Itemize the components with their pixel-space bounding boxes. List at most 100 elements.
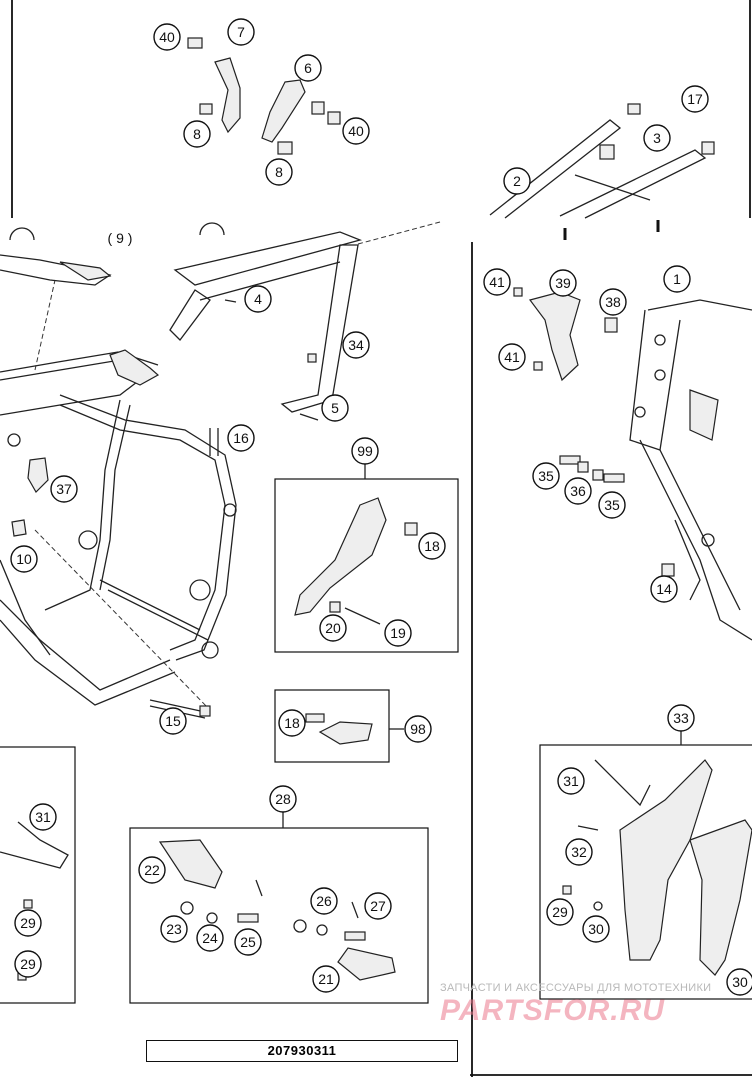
callout-19: 19 xyxy=(384,619,412,647)
svg-text:98: 98 xyxy=(410,721,426,737)
callout-36: 36 xyxy=(564,477,592,505)
callout-34: 34 xyxy=(342,331,370,359)
svg-text:31: 31 xyxy=(35,809,51,825)
callout-33: 33 xyxy=(667,704,695,732)
callout-35a: 35 xyxy=(532,462,560,490)
callout-27: 27 xyxy=(364,892,392,920)
svg-text:34: 34 xyxy=(348,337,364,353)
svg-text:41: 41 xyxy=(489,274,505,290)
callout-3: 3 xyxy=(643,124,671,152)
svg-text:17: 17 xyxy=(687,91,703,107)
chain-guide-drawing xyxy=(294,497,418,625)
svg-text:35: 35 xyxy=(604,497,620,513)
callout-20: 20 xyxy=(319,614,347,642)
callout-4: 4 xyxy=(244,285,272,313)
svg-text:6: 6 xyxy=(304,60,312,76)
right-frame-drawing xyxy=(629,299,752,641)
svg-text:29: 29 xyxy=(552,904,568,920)
svg-text:29: 29 xyxy=(20,915,36,931)
svg-text:27: 27 xyxy=(370,898,386,914)
group-box-28 xyxy=(129,827,429,1004)
callout-1: 1 xyxy=(663,265,691,293)
callout-28: 28 xyxy=(269,785,297,813)
svg-text:37: 37 xyxy=(56,481,72,497)
callout-25: 25 xyxy=(234,928,262,956)
svg-text:33: 33 xyxy=(673,710,689,726)
watermark-tagline: ЗАПЧАСТИ И АКСЕССУАРЫ ДЛЯ МОТОТЕХНИКИ xyxy=(440,982,712,994)
svg-text:26: 26 xyxy=(316,893,332,909)
svg-text:38: 38 xyxy=(605,294,621,310)
callout-6: 6 xyxy=(294,54,322,82)
callout-30a: 30 xyxy=(582,915,610,943)
callout-37: 37 xyxy=(50,475,78,503)
diagram-frame xyxy=(11,0,752,1077)
subframe-drawing xyxy=(169,221,441,456)
svg-text:29: 29 xyxy=(20,956,36,972)
callout-99: 99 xyxy=(351,437,379,465)
callout-29a: 29 xyxy=(14,909,42,937)
svg-text:20: 20 xyxy=(325,620,341,636)
top-bracket-drawing xyxy=(0,222,225,286)
svg-text:16: 16 xyxy=(233,430,249,446)
callout-10: 10 xyxy=(10,545,38,573)
svg-text:3: 3 xyxy=(653,130,661,146)
callout-24: 24 xyxy=(196,924,224,952)
svg-text:18: 18 xyxy=(424,538,440,554)
svg-text:7: 7 xyxy=(237,24,245,40)
callout-40a: 40 xyxy=(153,23,181,51)
svg-text:18: 18 xyxy=(284,715,300,731)
svg-text:36: 36 xyxy=(570,483,586,499)
callout-29c: 29 xyxy=(546,898,574,926)
frame-guard-drawing xyxy=(562,759,752,976)
main-frame-drawing xyxy=(0,279,237,719)
bracket-label-9: ( 9 ) xyxy=(108,230,133,246)
svg-text:1: 1 xyxy=(673,271,681,287)
svg-text:21: 21 xyxy=(318,971,334,987)
svg-text:30: 30 xyxy=(732,974,748,990)
watermark-logo: PARTSFOR.RU xyxy=(440,994,665,1027)
chain-slider-drawing xyxy=(305,713,373,745)
callout-8a: 8 xyxy=(183,120,211,148)
svg-text:35: 35 xyxy=(538,468,554,484)
svg-text:8: 8 xyxy=(193,126,201,142)
svg-text:10: 10 xyxy=(16,551,32,567)
callout-18a: 18 xyxy=(418,532,446,560)
callout-41a: 41 xyxy=(483,268,511,296)
callout-32: 32 xyxy=(565,838,593,866)
svg-text:40: 40 xyxy=(159,29,175,45)
callout-98: 98 xyxy=(404,715,432,743)
svg-text:5: 5 xyxy=(331,400,339,416)
document-code: 207930311 xyxy=(146,1040,458,1062)
callout-31b: 31 xyxy=(557,767,585,795)
callout-38: 38 xyxy=(599,288,627,316)
callout-17: 17 xyxy=(681,85,709,113)
right-small-parts-drawing xyxy=(513,287,625,483)
callout-18b: 18 xyxy=(278,709,306,737)
callout-40b: 40 xyxy=(342,117,370,145)
group-box-98 xyxy=(274,689,390,763)
callout-26: 26 xyxy=(310,887,338,915)
callout-23: 23 xyxy=(160,915,188,943)
callout-22: 22 xyxy=(138,856,166,884)
svg-text:28: 28 xyxy=(275,791,291,807)
svg-text:24: 24 xyxy=(202,930,218,946)
svg-text:8: 8 xyxy=(275,164,283,180)
svg-text:4: 4 xyxy=(254,291,262,307)
svg-text:14: 14 xyxy=(656,581,672,597)
callout-41b: 41 xyxy=(498,343,526,371)
callout-29b: 29 xyxy=(14,950,42,978)
svg-text:23: 23 xyxy=(166,921,182,937)
callout-2: 2 xyxy=(503,167,531,195)
callout-15: 15 xyxy=(159,707,187,735)
svg-text:41: 41 xyxy=(504,349,520,365)
group-box-33 xyxy=(539,744,752,1000)
callout-35b: 35 xyxy=(598,491,626,519)
callout-21: 21 xyxy=(312,965,340,993)
group-box-99 xyxy=(274,478,459,653)
callout-16: 16 xyxy=(227,424,255,452)
group-box-left-31 xyxy=(0,746,76,1004)
rear-subframe-drawing xyxy=(489,103,715,219)
svg-text:31: 31 xyxy=(563,773,579,789)
svg-text:25: 25 xyxy=(240,934,256,950)
